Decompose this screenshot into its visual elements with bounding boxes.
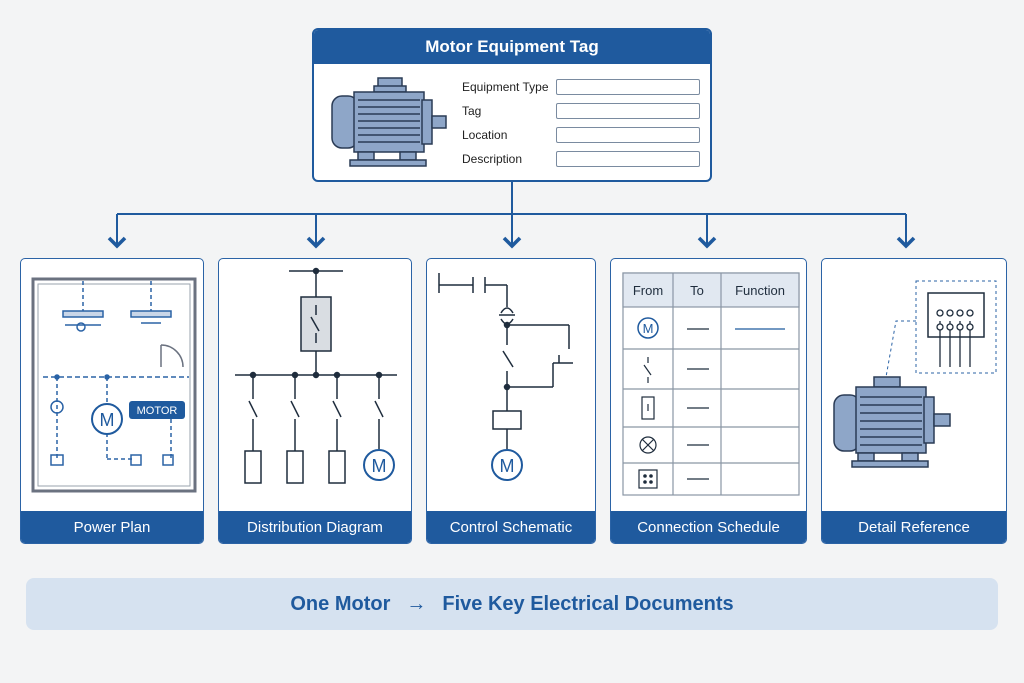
control-motor-symbol: M (500, 456, 515, 476)
banner-right-text: Five Key Electrical Documents (442, 592, 734, 615)
power-plan-card[interactable]: M MOTOR Power Plan (20, 258, 204, 544)
distribution-diagram-label: Distribution Diagram (219, 511, 411, 543)
description-field[interactable] (556, 151, 700, 167)
equipment-type-field[interactable] (556, 79, 700, 95)
field-label-tag: Tag (462, 104, 482, 118)
connection-schedule-card[interactable]: From To Function M Connection Schedule (610, 258, 807, 544)
control-schematic-label: Control Schematic (427, 511, 595, 543)
col-header-function: Function (735, 283, 785, 298)
distribution-diagram-drawing: M (235, 267, 397, 484)
col-header-to: To (690, 283, 704, 298)
detail-reference-card[interactable]: Detail Reference (821, 258, 1007, 544)
field-label-equipment-type: Equipment Type (462, 80, 549, 94)
connection-schedule-label: Connection Schedule (611, 511, 806, 543)
banner-arrow-icon: → (406, 592, 427, 615)
motor-badge: MOTOR (137, 405, 178, 417)
row-motor-circle (637, 317, 659, 339)
distribution-diagram-card[interactable]: M Distribution Diagram (218, 258, 412, 544)
field-label-description: Description (462, 152, 523, 166)
summary-banner: One Motor → Five Key Electrical Document… (26, 578, 998, 630)
power-plan-drawing: M MOTOR (31, 277, 197, 493)
col-header-from: From (633, 283, 663, 298)
motor-icon (331, 77, 447, 167)
power-plan-label: Power Plan (21, 511, 203, 543)
distribution-motor-symbol: M (372, 456, 387, 476)
field-label-location: Location (462, 128, 508, 142)
row-motor-symbol: M (643, 321, 654, 336)
power-plan-motor-symbol: M (100, 410, 115, 430)
control-schematic-drawing: M (438, 273, 573, 481)
detail-reference-drawing (833, 280, 997, 468)
detail-motor-icon (833, 376, 951, 468)
banner-left-text: One Motor (290, 592, 391, 615)
control-schematic-card[interactable]: M Control Schematic (426, 258, 596, 544)
tag-field[interactable] (556, 103, 700, 119)
location-field[interactable] (556, 127, 700, 143)
tag-card-title: Motor Equipment Tag (314, 30, 710, 64)
detail-reference-label: Detail Reference (822, 511, 1006, 543)
motor-equipment-tag-card: Motor Equipment Tag Equipment Type Tag L… (312, 28, 712, 182)
connection-schedule-table: From To Function M (622, 272, 800, 496)
